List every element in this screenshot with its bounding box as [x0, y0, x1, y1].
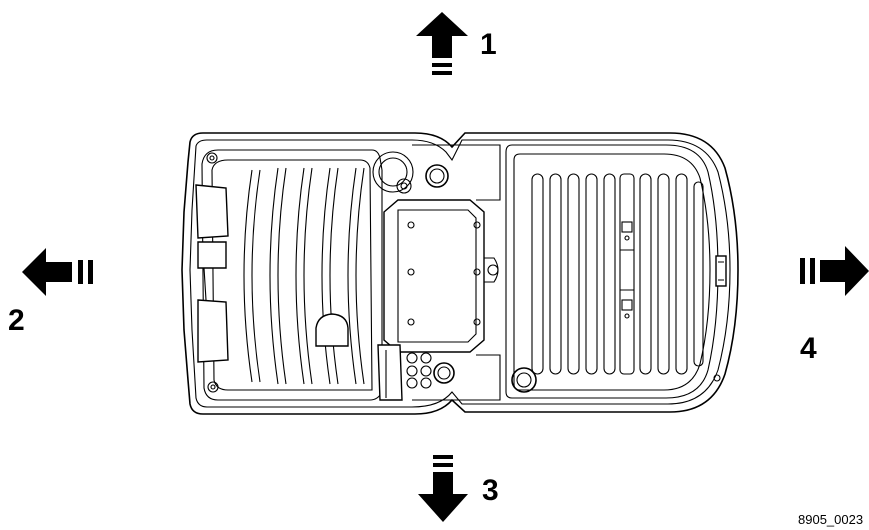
arrow-up-icon — [416, 12, 468, 75]
direction-label-3: 3 — [482, 474, 499, 507]
machine-body — [181, 132, 739, 415]
tank-slots — [531, 173, 704, 375]
arrow-left-icon — [22, 248, 93, 296]
arrow-right-icon — [800, 246, 869, 296]
direction-label-2: 2 — [8, 304, 25, 337]
direction-label-1: 1 — [480, 28, 497, 61]
figure-code: 8905_0023 — [798, 512, 864, 527]
arrow-down-icon — [418, 455, 468, 522]
direction-label-4: 4 — [800, 332, 817, 365]
